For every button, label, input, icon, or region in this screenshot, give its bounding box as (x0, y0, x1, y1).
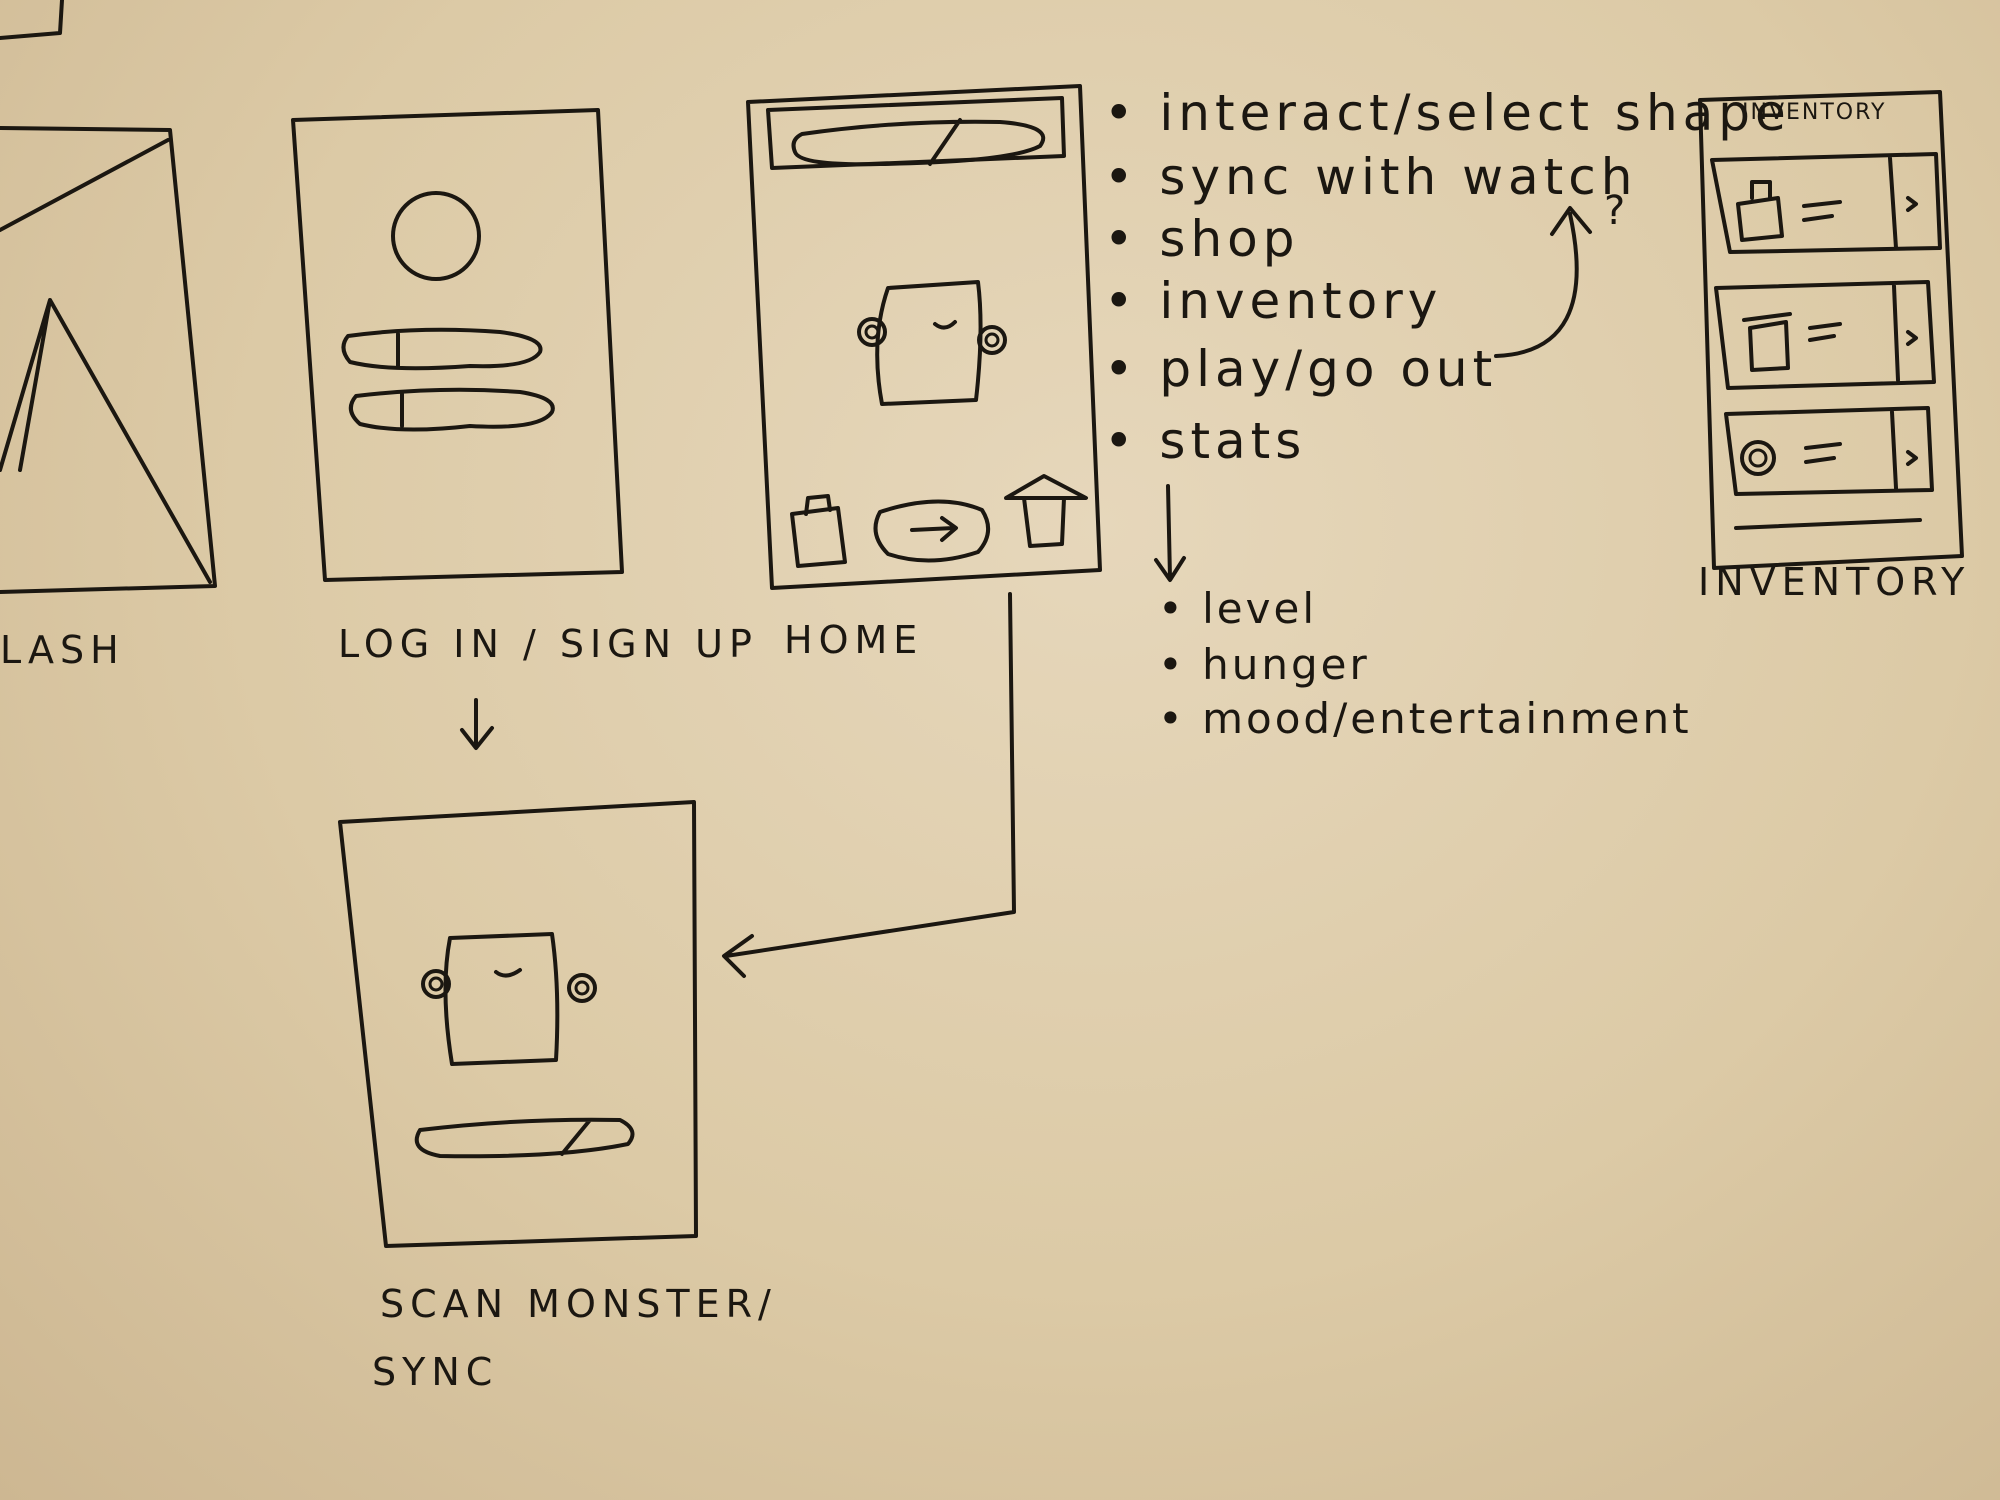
splash-screen-frame (0, 126, 217, 594)
username-field (341, 327, 543, 371)
inventory-card-2 (1714, 280, 1936, 390)
stats-item: level (1158, 584, 1317, 633)
feature-item: interact/select shape (1104, 84, 1791, 142)
inventory-card-3 (1724, 406, 1934, 496)
food-jar-icon (1742, 312, 1842, 372)
question-mark: ? (1604, 188, 1631, 234)
corner-note-box (0, 0, 64, 40)
monster-body (875, 280, 983, 406)
scan-label-line1: SCAN MONSTER/ (380, 1282, 777, 1326)
inventory-label: INVENTORY (1698, 560, 1971, 604)
stats-item: hunger (1158, 640, 1370, 689)
home-label: HOME (784, 618, 924, 662)
monster-ear-left (857, 317, 887, 347)
arrow-play-to-watch (1494, 206, 1592, 358)
inventory-card-1 (1710, 152, 1942, 254)
scan-label-line2: SYNC (372, 1350, 499, 1394)
monster-smile (933, 320, 957, 330)
progress-bar-frame (766, 96, 1066, 170)
scan-screen-frame (338, 800, 698, 1248)
feature-item: shop (1104, 210, 1299, 268)
play-button (873, 499, 990, 563)
image-placeholder-cross (0, 138, 212, 584)
splash-label: LASH (0, 628, 125, 672)
feature-item: sync with watch (1104, 148, 1637, 206)
monster-ear-right (567, 973, 597, 1003)
sync-progress-bar (414, 1117, 635, 1159)
monster-ear-right (977, 325, 1007, 355)
feature-item: stats (1104, 412, 1306, 470)
orb-item-icon (1740, 440, 1776, 476)
password-field (348, 387, 555, 432)
monster-ear-left (421, 969, 451, 999)
feature-item: play/go out (1104, 340, 1497, 398)
arrow-login-to-scan (460, 698, 494, 750)
potion-bottle-icon (1736, 180, 1842, 242)
arrow-stats-down (1154, 484, 1186, 582)
feature-item: inventory (1104, 272, 1442, 330)
house-icon (1004, 474, 1088, 548)
monster-smile (494, 968, 522, 978)
progress-bar (791, 118, 1046, 167)
monster-body (443, 932, 560, 1066)
avatar-circle (391, 191, 481, 281)
inventory-screen-frame (1698, 90, 1964, 570)
arrow-home-to-scan (722, 592, 1016, 978)
stats-item: mood/entertainment (1158, 694, 1692, 743)
login-label: LOG IN / SIGN UP (338, 622, 758, 666)
login-screen-frame (291, 108, 624, 582)
shop-bag-icon (790, 494, 847, 568)
home-screen-frame (746, 84, 1102, 590)
